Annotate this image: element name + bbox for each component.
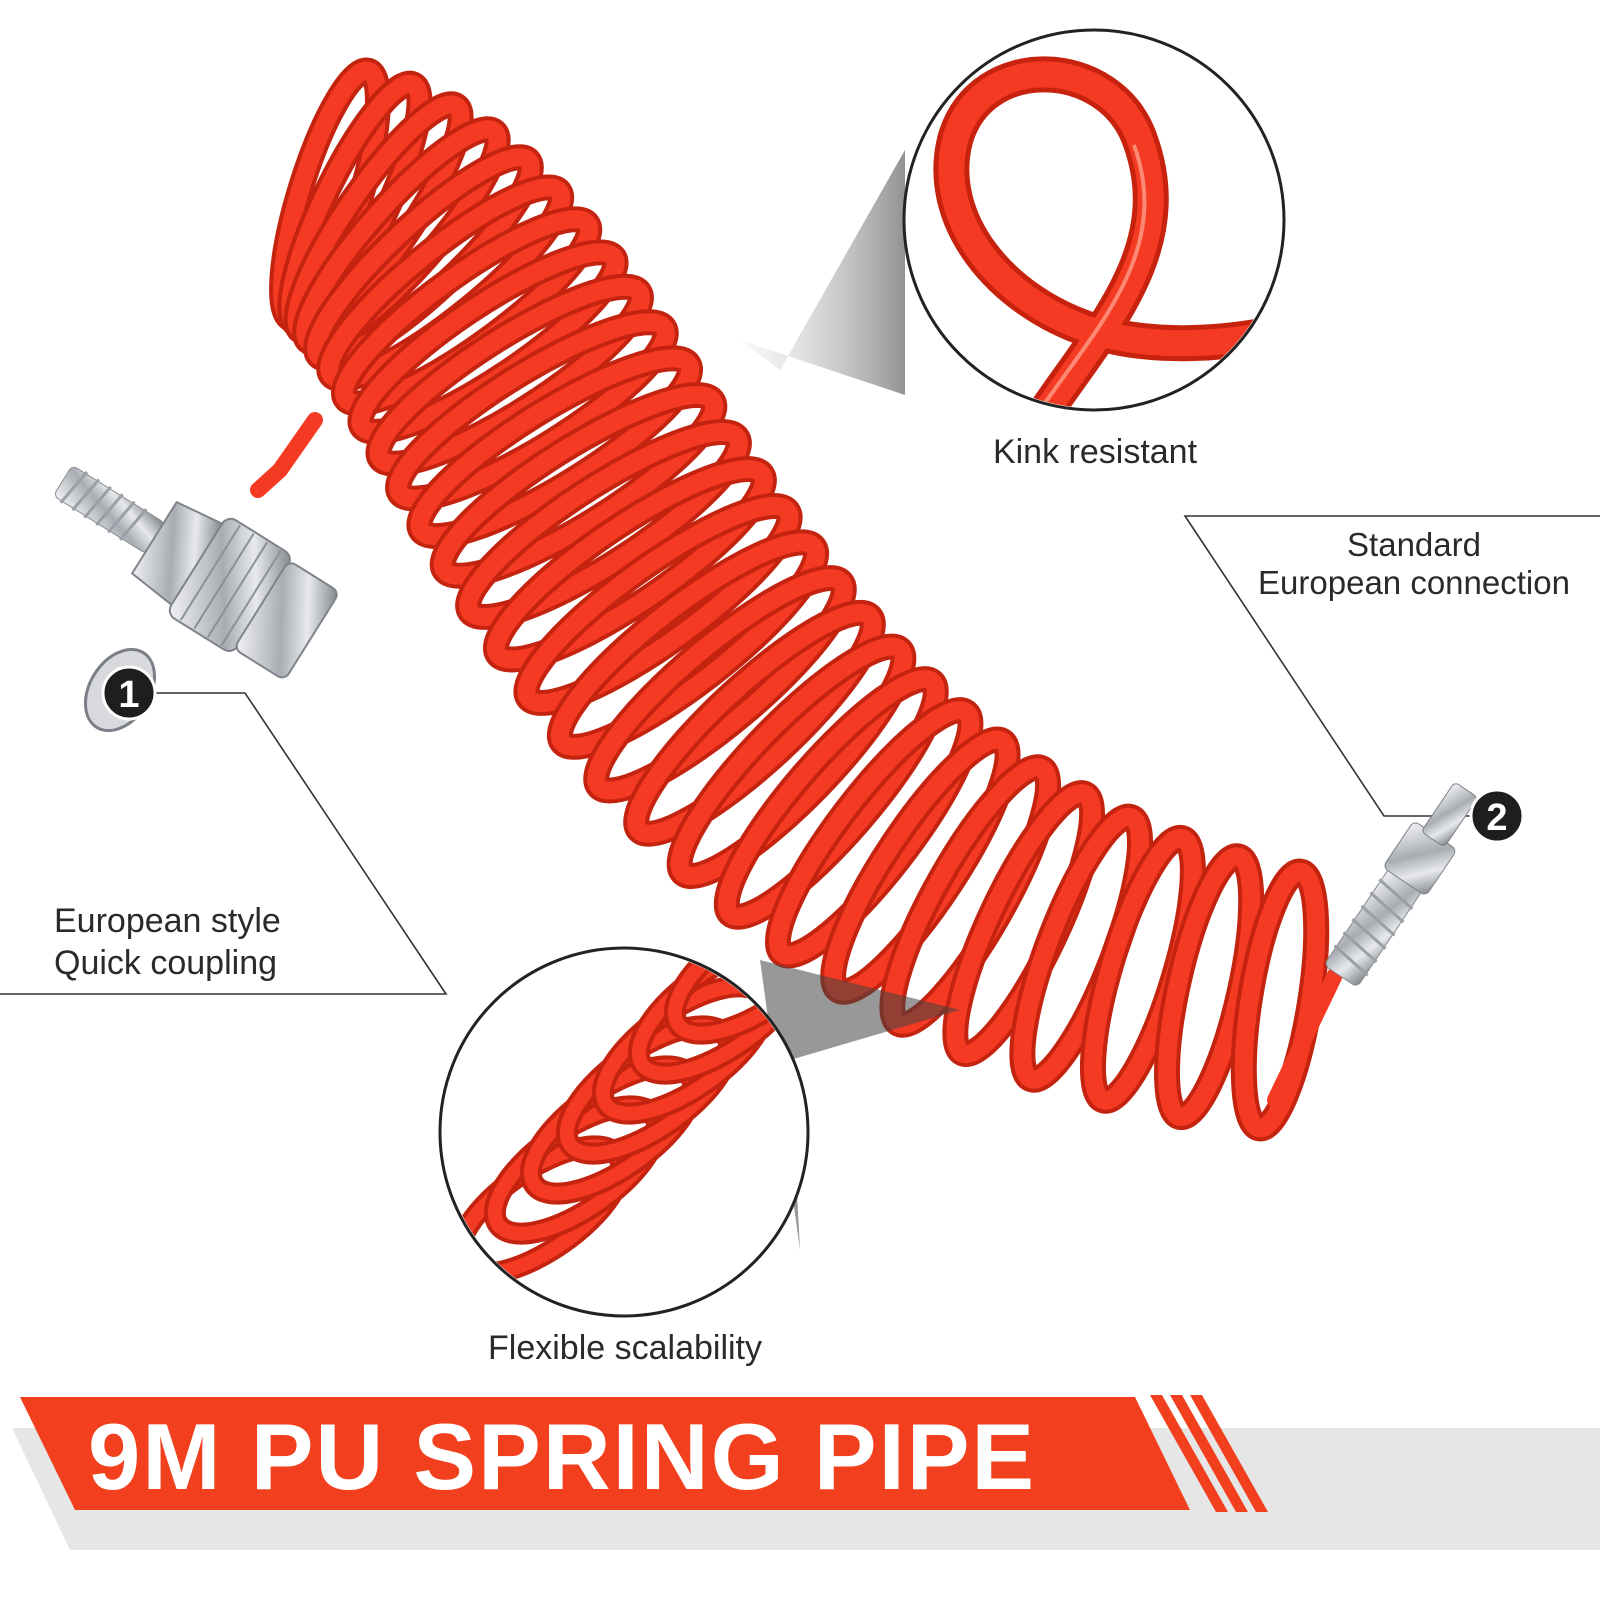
banner-ribbon — [20, 1397, 1190, 1510]
svg-text:2: 2 — [1486, 797, 1507, 839]
hose-coil-turn — [666, 633, 917, 890]
quick-coupler-fitting — [55, 412, 338, 733]
callout-kink-resistant: Kink resistant — [940, 432, 1250, 472]
callout-flexible-scalability: Flexible scalability — [440, 1328, 810, 1368]
hose-coil-turn — [546, 529, 830, 760]
hose-coil-turn — [583, 565, 857, 804]
hose-coil-turn — [482, 456, 777, 673]
leader-line-standard — [1183, 515, 1600, 817]
callout-kink-text: Kink resistant — [992, 433, 1198, 471]
callout-standard-line1: Standard — [1347, 526, 1481, 563]
svg-text:1: 1 — [118, 674, 139, 716]
leader-line-european — [0, 692, 448, 995]
badge-one: 1 — [101, 665, 157, 721]
callout-european-line2: Quick coupling — [54, 944, 278, 982]
hose-coil-turn — [385, 309, 679, 512]
hose-coil-turn — [513, 492, 803, 717]
callout-flexible-text: Flexible scalability — [488, 1329, 762, 1367]
hose-coil-turn — [764, 697, 984, 969]
hose-coil-turn — [429, 382, 728, 589]
badge-two: 2 — [1469, 788, 1525, 844]
callout-standard-connection: Standard European connection — [1228, 526, 1600, 602]
leader-lines — [0, 515, 1600, 995]
banner-title: 9M PU SPRING PIPE — [88, 1404, 1037, 1509]
kink-zoom-wedge — [740, 150, 905, 395]
callout-european-line1: European style — [54, 902, 281, 940]
coiled-hose-image — [269, 57, 1330, 1142]
kink-loop-zoom — [902, 28, 1286, 412]
hose-coil-turn — [623, 599, 886, 847]
title-banner — [12, 1395, 1600, 1550]
hose-coil-turn — [1230, 858, 1330, 1142]
callout-european-coupling: European style Quick coupling — [54, 900, 384, 984]
callout-standard-line2: European connection — [1258, 564, 1570, 601]
banner-stripe — [1190, 1395, 1268, 1512]
banner-stripe — [1170, 1395, 1248, 1512]
hose-coil-turn — [406, 345, 704, 550]
male-plug-fitting — [1267, 783, 1477, 1108]
banner-stripe — [1150, 1395, 1228, 1512]
flex-zoom-wedge — [760, 960, 960, 1250]
hose-coil-turn — [713, 666, 949, 930]
hose-coil-turn — [455, 418, 752, 631]
